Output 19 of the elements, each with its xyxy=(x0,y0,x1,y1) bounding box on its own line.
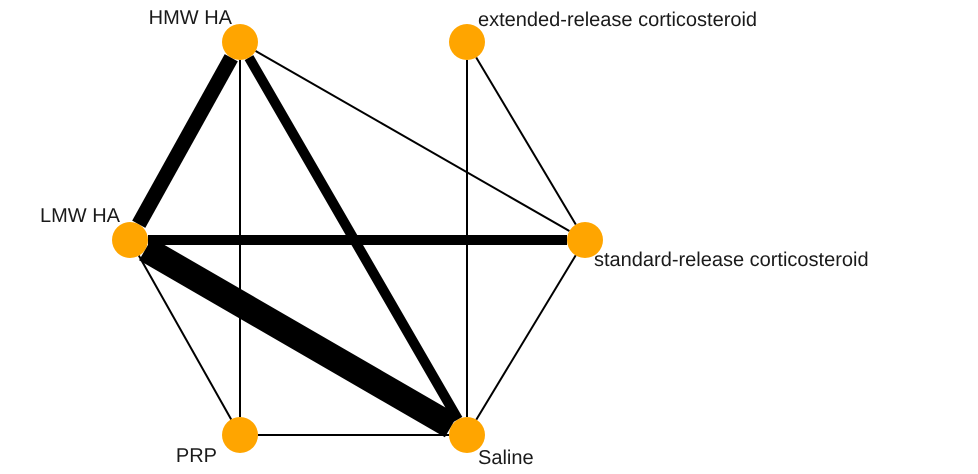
network-edge xyxy=(475,56,577,226)
node-label: extended-release corticosteroid xyxy=(478,10,758,30)
node-circle xyxy=(222,417,258,453)
network-edge xyxy=(258,434,449,436)
node-label: Saline xyxy=(478,448,534,468)
network-edge xyxy=(244,55,462,422)
node-label: standard-release corticosteroid xyxy=(594,250,869,270)
network-edge xyxy=(255,50,570,232)
node-circle xyxy=(222,24,258,60)
network-edge xyxy=(148,235,567,245)
network-edge xyxy=(475,254,577,420)
node-label: HMW HA xyxy=(148,8,232,28)
network-edge xyxy=(132,54,238,228)
node-label: LMW HA xyxy=(40,206,120,226)
network-edge xyxy=(466,60,468,417)
node-label: PRP xyxy=(176,446,217,466)
network-edge xyxy=(138,255,232,420)
network-edge xyxy=(239,60,241,417)
node-circle xyxy=(112,222,148,258)
